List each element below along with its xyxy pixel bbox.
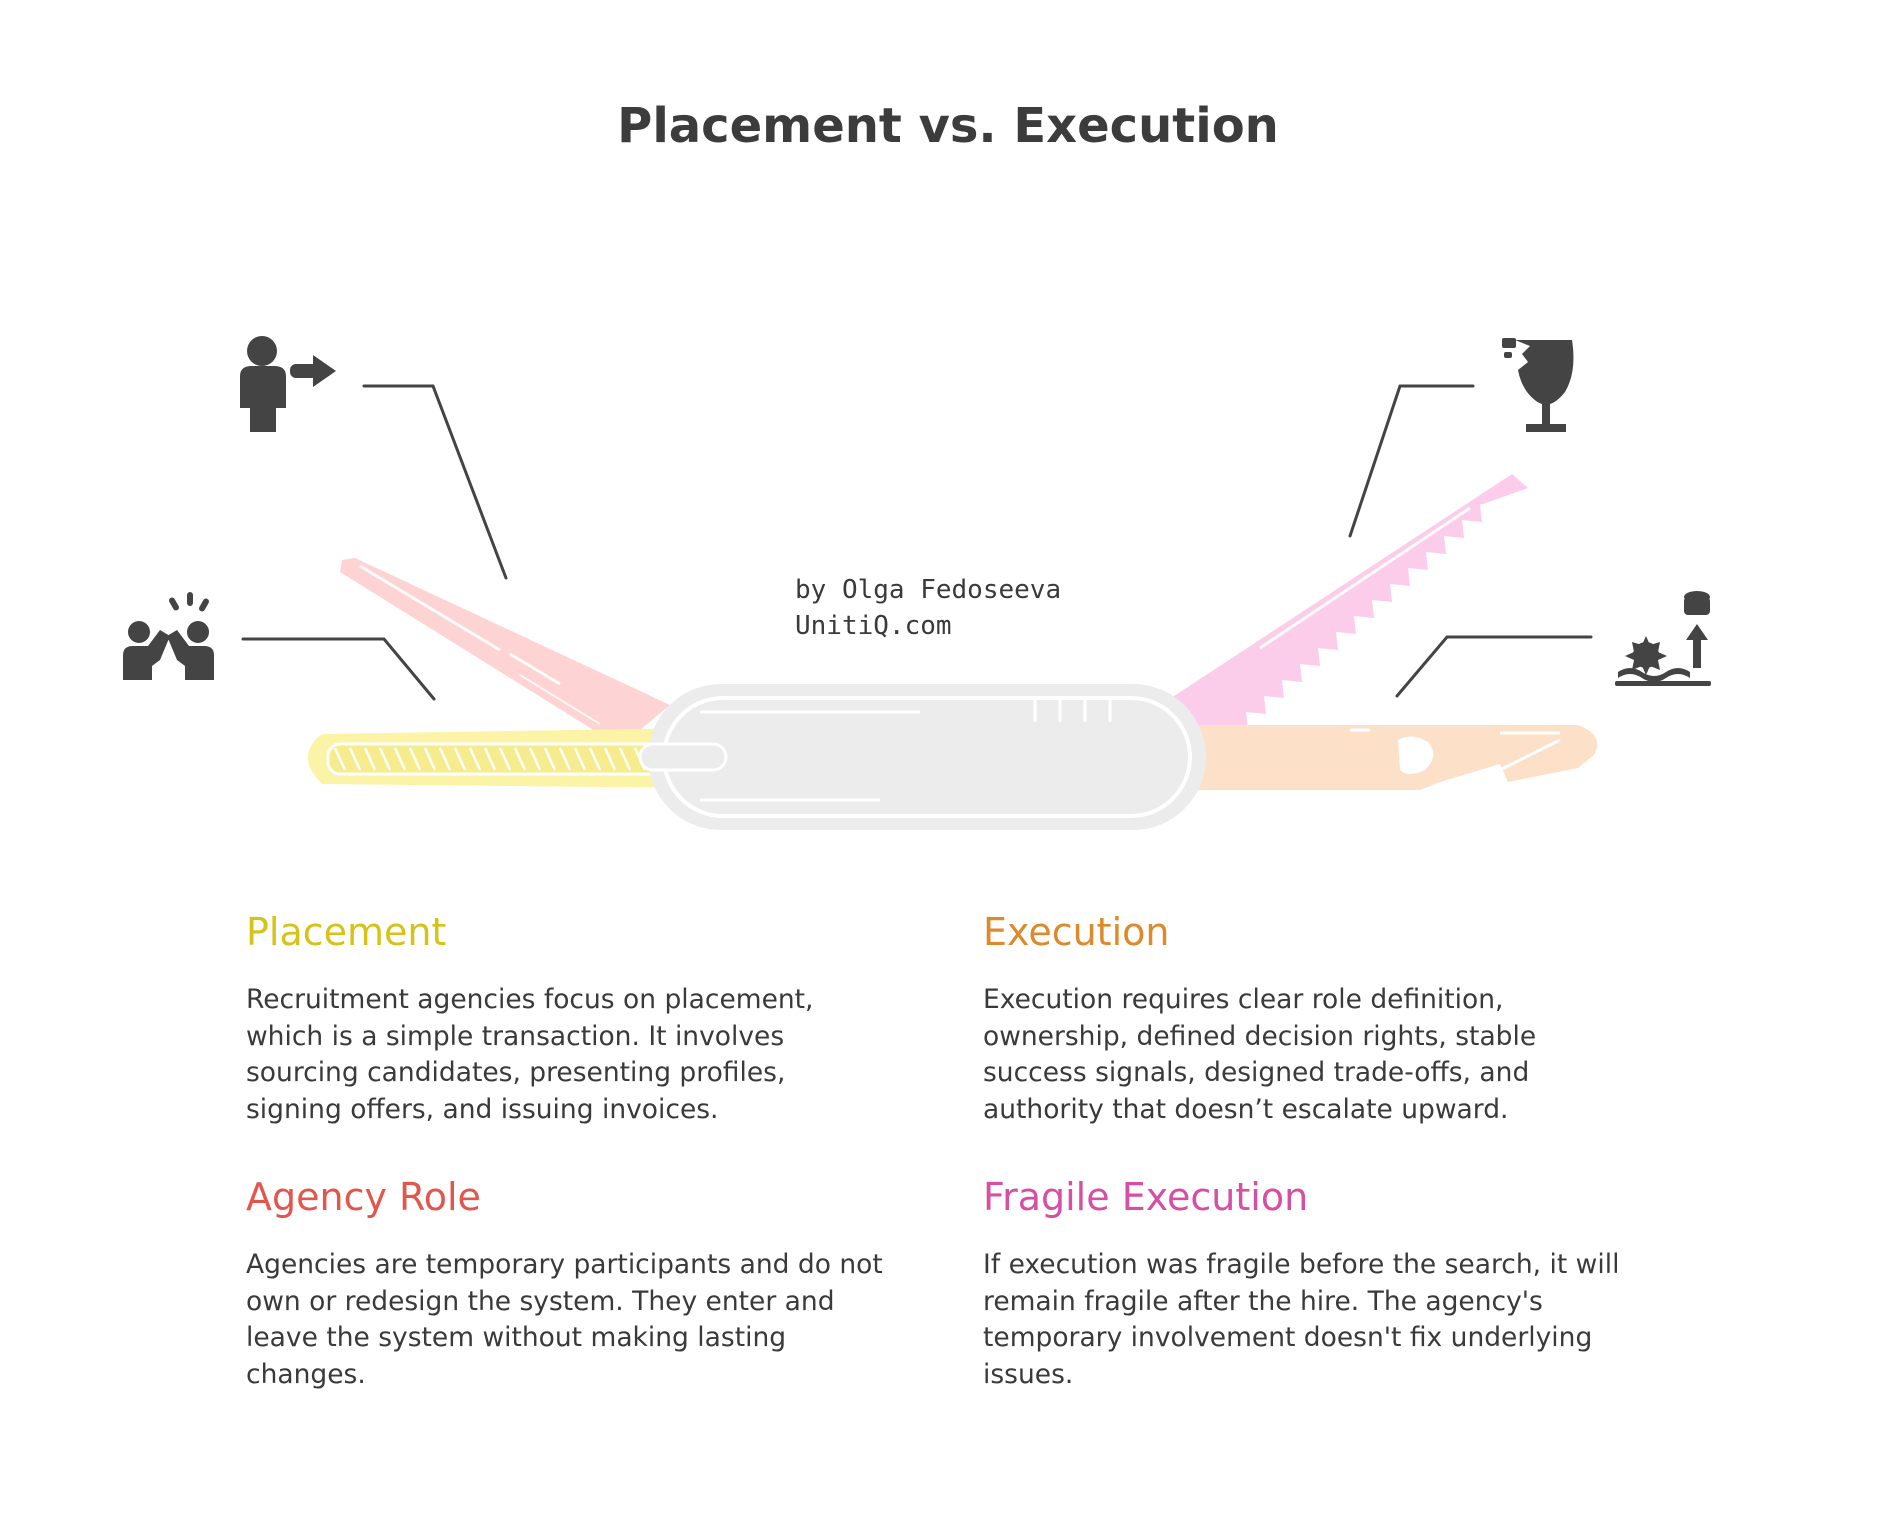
red-blade xyxy=(340,558,670,740)
section-execution: Execution Execution requires clear role … xyxy=(983,910,1623,1128)
section-body-execution: Execution requires clear role definition… xyxy=(983,984,1537,1125)
person-exit-icon xyxy=(240,336,336,432)
yellow-tool xyxy=(308,728,700,788)
pink-saw xyxy=(1168,474,1528,745)
section-fragile-execution: Fragile Execution If execution was fragi… xyxy=(983,1175,1623,1393)
page-title: Placement vs. Execution xyxy=(617,98,1279,154)
byline-site: UnitiQ.com xyxy=(795,611,952,641)
section-heading-agency-role: Agency Role xyxy=(246,1175,481,1219)
section-heading-placement: Placement xyxy=(246,910,447,954)
connector-execution xyxy=(1395,635,1593,698)
section-body-agency-role: Agencies are temporary participants and … xyxy=(246,1249,883,1390)
connector-agency xyxy=(241,637,436,701)
section-agency-role: Agency Role Agencies are temporary parti… xyxy=(246,1175,886,1393)
high-five-icon xyxy=(123,592,214,680)
section-heading-fragile-execution: Fragile Execution xyxy=(983,1175,1309,1219)
broken-glass-icon xyxy=(1502,338,1574,432)
connector-fragile xyxy=(1348,384,1475,538)
orange-tool xyxy=(1190,725,1598,790)
section-heading-execution: Execution xyxy=(983,910,1170,954)
byline-author: by Olga Fedoseeva xyxy=(795,575,1062,605)
connector-placement xyxy=(362,384,508,580)
connector-lines xyxy=(241,384,1593,701)
section-body-placement: Recruitment agencies focus on placement,… xyxy=(246,984,814,1125)
section-placement: Placement Recruitment agencies focus on … xyxy=(246,910,886,1128)
gear-growth-icon xyxy=(1615,591,1711,686)
section-body-fragile-execution: If execution was fragile before the sear… xyxy=(983,1249,1620,1390)
knife-body xyxy=(638,684,1206,830)
